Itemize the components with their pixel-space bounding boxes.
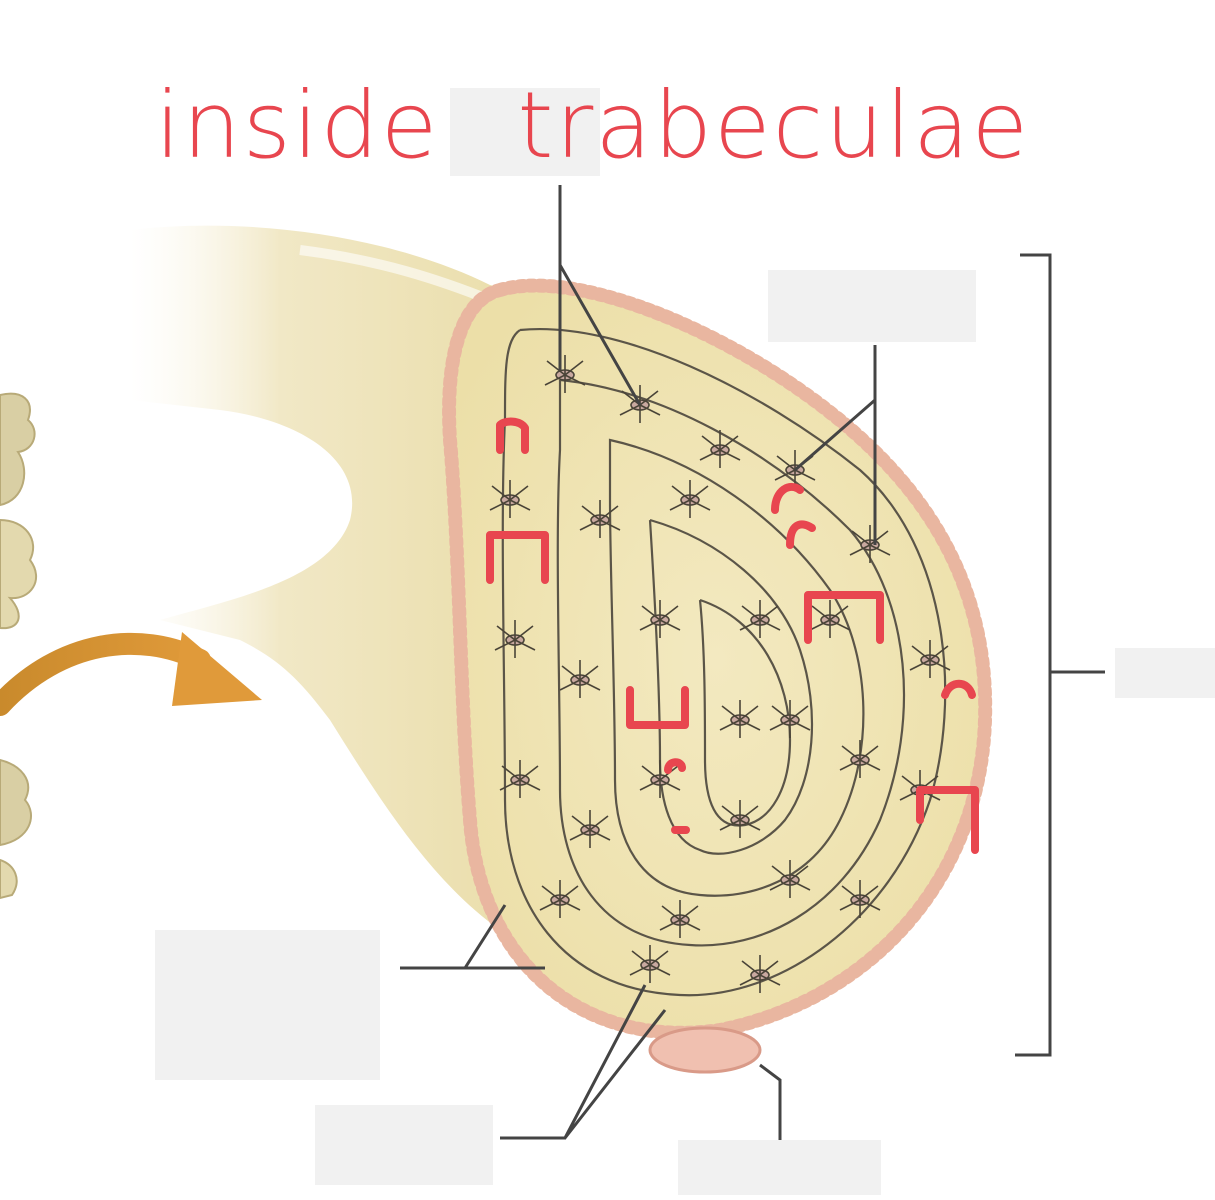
red-annotation-marks: [486, 417, 979, 854]
annotation-word-inside: inside: [155, 72, 440, 179]
label-box-top: [450, 88, 600, 176]
spongy-bone-fragments: [0, 392, 37, 900]
label-box-lower-left: [155, 930, 380, 1080]
osteoclast: [648, 1026, 762, 1074]
leader-lines: [400, 185, 1105, 1140]
trabecula-cross-section: [442, 278, 993, 1074]
label-box-bottom-right: [678, 1140, 881, 1195]
orange-arrow-icon: [0, 632, 262, 716]
label-boxes: [155, 88, 1215, 1195]
annotation-word-trabeculae: trabeculae: [517, 72, 1031, 179]
label-box-bottom-left: [315, 1105, 493, 1185]
label-box-right: [1115, 648, 1215, 698]
label-box-upper-right: [768, 270, 976, 342]
